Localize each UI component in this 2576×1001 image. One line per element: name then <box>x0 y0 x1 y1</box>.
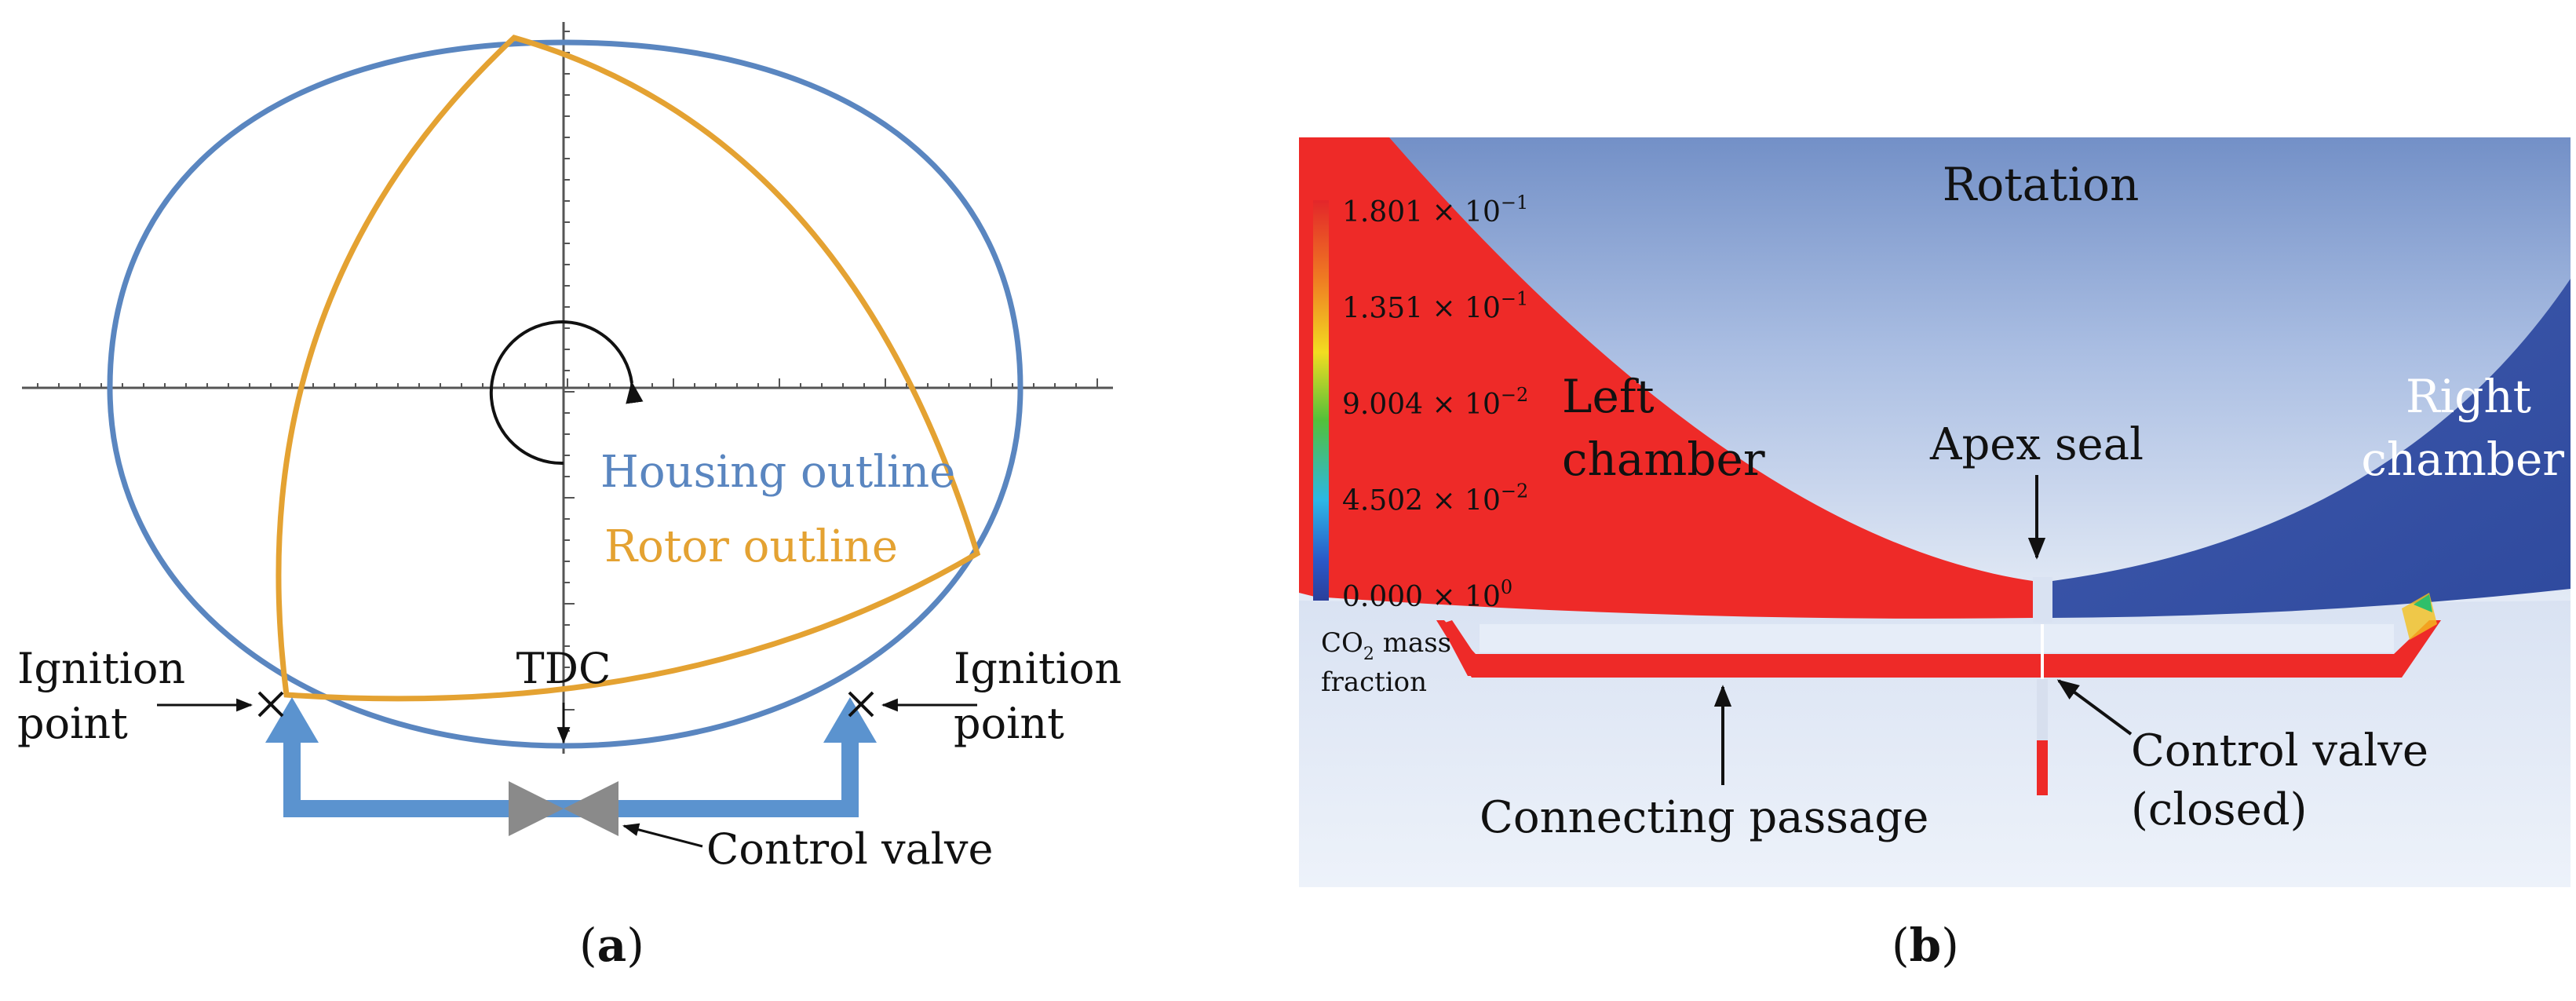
caption-b: (b) <box>1892 919 1959 972</box>
connecting-passage <box>265 697 877 817</box>
connecting-passage-label: Connecting passage <box>1480 792 1928 843</box>
rotor-outline-curve <box>275 35 981 702</box>
left-chamber-region <box>1299 137 2033 619</box>
right-chamber-region <box>2052 279 2571 618</box>
control-valve-closed-pointer <box>2056 679 2133 736</box>
control-valve-label: Control valve <box>706 824 994 874</box>
rotation-arrow <box>489 320 644 466</box>
ignition-marker-right <box>848 691 874 718</box>
caption-b-letter: b <box>1909 919 1942 972</box>
ignition-right-label-2: point <box>954 699 1064 748</box>
apex-seal <box>2033 577 2052 623</box>
caption-a-letter: a <box>597 919 627 972</box>
colorbar-title-line1: CO2 mass <box>1321 627 1451 664</box>
colorbar-tick-label: 4.502 × 10−2 <box>1342 480 1528 517</box>
colorbar-tick-label: 9.004 × 10−2 <box>1342 384 1528 421</box>
colorbar-tick-label: 1.801 × 10−1 <box>1342 192 1528 228</box>
connecting-passage-main <box>1436 620 2441 678</box>
control-valve-pointer <box>622 823 703 848</box>
caption-a: (a) <box>579 919 644 972</box>
control-valve-closed-label-2: (closed) <box>2131 784 2307 835</box>
control-valve-closed-label-1: Control valve <box>2131 725 2428 776</box>
valve-divider <box>2041 624 2044 679</box>
control-valve-symbol <box>509 781 618 836</box>
left-chamber-label-1: Left <box>1562 370 1655 423</box>
left-chamber-label-2: chamber <box>1562 433 1765 486</box>
rotation-label: Rotation <box>1943 158 2140 211</box>
colorbar-ticks: 1.801 × 10−1 1.351 × 10−1 9.004 × 10−2 4.50… <box>1342 192 1528 613</box>
panel-b-simulation: 1.801 × 10−1 1.351 × 10−1 9.004 × 10−2 4.50… <box>1299 137 2571 887</box>
right-chamber-label-2: chamber <box>2361 433 2564 486</box>
ignition-right-label-1: Ignition <box>954 644 1122 693</box>
passage-hollow <box>1480 624 2394 652</box>
control-valve-stem <box>2037 740 2048 795</box>
housing-outline-curve <box>107 39 1023 749</box>
ignition-left-label-2: point <box>17 699 128 748</box>
ignition-marker-left <box>257 691 284 718</box>
panel-a-diagram: Housing outline Rotor outline TDC Igniti… <box>17 22 1122 874</box>
colorbar-title-line2: fraction <box>1321 667 1427 698</box>
colorbar-tick-label: 1.351 × 10−1 <box>1342 288 1528 325</box>
housing-outline-label: Housing outline <box>600 447 955 498</box>
axis-ticks <box>37 31 1098 732</box>
apex-seal-label: Apex seal <box>1929 419 2144 470</box>
right-chamber-label-1: Right <box>2406 370 2531 423</box>
ignition-left-label-1: Ignition <box>17 644 185 693</box>
control-valve-stem-closed <box>2037 679 2048 740</box>
colorbar <box>1313 200 1329 601</box>
colorbar-tick-label: 0.000 × 100 <box>1342 576 1512 613</box>
tdc-label: TDC <box>516 644 611 693</box>
rotor-outline-label: Rotor outline <box>604 521 898 572</box>
